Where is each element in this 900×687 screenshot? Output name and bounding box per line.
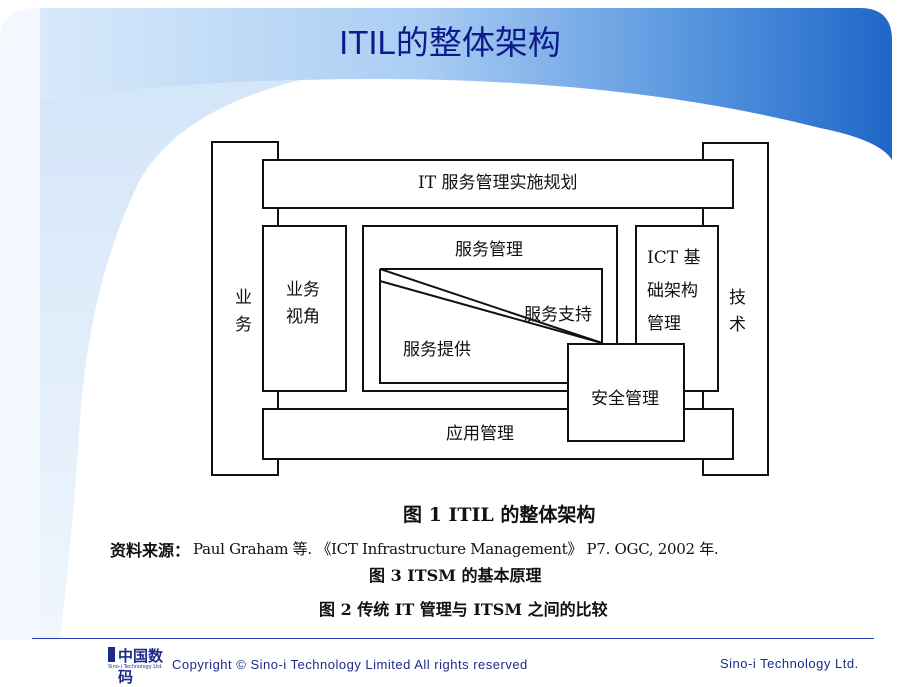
slide-title: ITIL的整体架构 (339, 24, 561, 61)
technology-pillar-label: 技术 (725, 288, 745, 342)
copyright-notice: Copyright © Sino-i Technology Limited Al… (172, 657, 528, 672)
logo-mark-icon (108, 647, 115, 662)
it-service-planning-bar (262, 159, 734, 209)
security-management-box (567, 343, 685, 442)
business-pillar-label: 业务 (231, 288, 251, 342)
service-support-label: 服务支持 (524, 305, 592, 325)
source-citation: Paul Graham 等. 《ICT Infrastructure Manag… (193, 540, 719, 558)
it-service-planning-label: IT 服务管理实施规划 (418, 173, 578, 193)
business-view-label: 业务 视角 (286, 280, 320, 328)
business-view-box (262, 225, 347, 392)
service-management-label: 服务管理 (455, 240, 523, 260)
logo-subtext: Sino-i Technology Ltd. (108, 664, 163, 670)
footer-divider (32, 638, 874, 639)
ict-infrastructure-label: ICT 基 础架构 管理 (647, 248, 701, 335)
application-management-label: 应用管理 (446, 424, 514, 444)
company-name: Sino-i Technology Ltd. (720, 656, 859, 671)
figure2-caption: 图 2 传统 IT 管理与 ITSM 之间的比较 (319, 600, 608, 619)
company-logo: 中国数码 Sino-i Technology Ltd. (108, 645, 164, 686)
security-management-label: 安全管理 (591, 389, 659, 409)
source-prefix: 资料来源： (110, 541, 191, 560)
service-delivery-label: 服务提供 (403, 340, 471, 360)
figure3-caption: 图 3 ITSM 的基本原理 (369, 566, 542, 585)
figure1-caption: 图 1 ITIL 的整体架构 (403, 504, 596, 526)
